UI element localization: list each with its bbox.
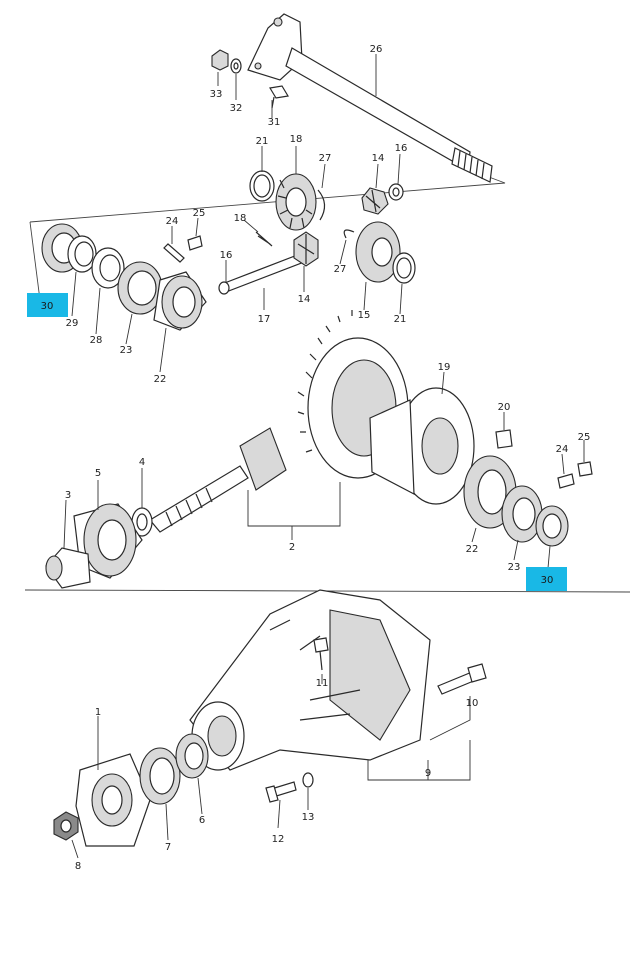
bearing-22-upper: [153, 271, 207, 331]
label-2: 2: [289, 542, 295, 553]
label-18-lower: 18: [234, 213, 247, 224]
lock-25-upper: [187, 235, 203, 251]
label-21-upper: 21: [256, 136, 269, 147]
washer-4: [131, 507, 153, 537]
label-16-lower: 16: [220, 250, 233, 261]
label-23-lower: 23: [508, 562, 521, 573]
companion-flange-1: [75, 753, 151, 847]
axle-shaft: [247, 13, 493, 183]
label-27-lower: 27: [334, 264, 347, 275]
label-8: 8: [75, 861, 81, 872]
bearing-5: [73, 503, 143, 579]
label-10: 10: [466, 698, 479, 709]
clip-27-upper: [317, 189, 326, 221]
label-33: 33: [210, 89, 223, 100]
clip-27-lower: [343, 229, 355, 239]
part-labels: 26 33 32 31 21 18 27 14 16 24 25 18 16 1…: [65, 44, 591, 872]
drive-pinion: [149, 427, 287, 533]
label-23-upper: 23: [120, 345, 133, 356]
label-4: 4: [139, 457, 145, 468]
bolt-31: [269, 85, 289, 109]
label-7: 7: [165, 842, 171, 853]
highlight-30-lower-label: 30: [541, 575, 554, 586]
label-9: 9: [425, 768, 431, 779]
side-gear-16-upper: [275, 173, 317, 231]
label-15: 15: [358, 310, 371, 321]
bearing-6: [175, 733, 209, 779]
bolt-25-lower: [577, 461, 593, 477]
side-gear-15: [355, 221, 401, 283]
label-18-upper: 18: [290, 134, 303, 145]
pinion-gear-14-upper: [361, 187, 389, 215]
label-17: 17: [258, 314, 271, 325]
label-22-lower: 22: [466, 544, 479, 555]
stud-10: [437, 663, 487, 695]
washer-32: [230, 58, 242, 74]
nut-33: [211, 49, 229, 71]
pinion-gear-14-lower: [293, 231, 319, 267]
washer-21-upper: [249, 170, 275, 202]
label-25-upper: 25: [193, 208, 206, 219]
label-31: 31: [268, 117, 281, 128]
oil-seal-7: [139, 747, 181, 805]
label-14-lower: 14: [298, 294, 311, 305]
carrier-housing-9: [189, 589, 431, 771]
spacer-29: [67, 235, 97, 273]
label-3: 3: [65, 490, 71, 501]
bearing-race-3: [45, 547, 91, 589]
label-24-upper: 24: [166, 216, 179, 227]
washer-13: [302, 772, 314, 788]
label-20: 20: [498, 402, 511, 413]
lock-pin-18: [255, 231, 273, 247]
label-11: 11: [316, 678, 329, 689]
bolt-12: [265, 781, 297, 803]
label-24-lower: 24: [556, 444, 569, 455]
highlight-30-lower-box: [526, 567, 567, 591]
label-27-upper: 27: [319, 153, 332, 164]
highlight-30-upper-label: 30: [41, 301, 54, 312]
label-6: 6: [199, 815, 205, 826]
oil-seal-30-lower: [535, 505, 569, 547]
label-13: 13: [302, 812, 315, 823]
highlight-30-upper-box: [27, 293, 68, 317]
label-21-lower: 21: [394, 314, 407, 325]
label-16-upper: 16: [395, 143, 408, 154]
label-32: 32: [230, 103, 243, 114]
label-12: 12: [272, 834, 285, 845]
diff-case-19: [369, 387, 475, 505]
label-19: 19: [438, 362, 451, 373]
label-1: 1: [95, 707, 101, 718]
label-5: 5: [95, 468, 101, 479]
ring-28: [91, 247, 125, 289]
leader-lines: [63, 54, 585, 859]
lock-24-lower: [557, 473, 575, 489]
nut-8: [53, 811, 79, 841]
label-14-upper: 14: [372, 153, 385, 164]
adjuster-23-upper: [117, 261, 163, 315]
label-29: 29: [66, 318, 79, 329]
bolt-11: [313, 637, 329, 671]
washer-21-lower: [392, 252, 416, 284]
washer-16-right: [388, 183, 404, 201]
label-26: 26: [370, 44, 383, 55]
label-25-lower: 25: [578, 432, 591, 443]
adjuster-23-lower: [501, 485, 543, 543]
label-22-upper: 22: [154, 374, 167, 385]
label-28: 28: [90, 335, 103, 346]
bolt-20: [495, 429, 513, 449]
bolt-24-upper: [163, 243, 185, 263]
